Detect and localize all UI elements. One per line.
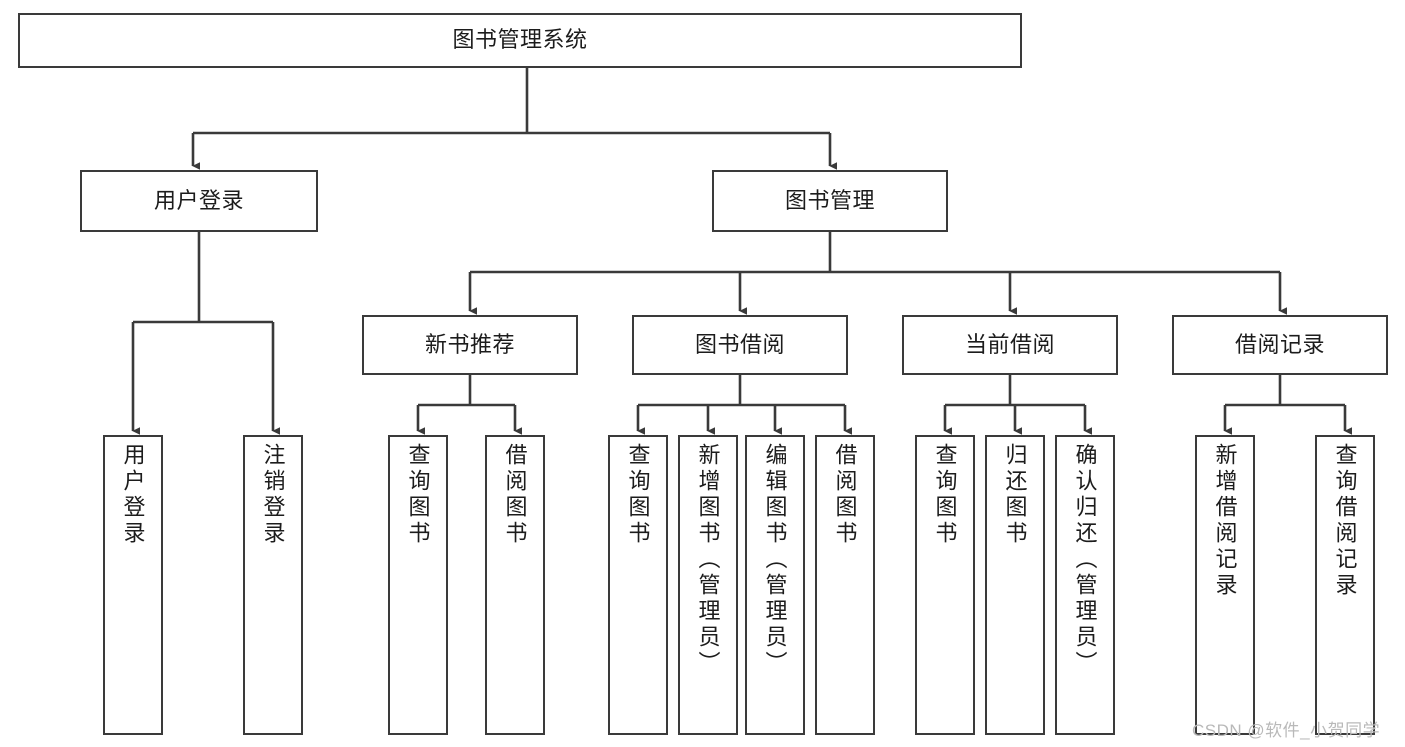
node-leaf-return-book[interactable]: 归还图书 [985, 435, 1045, 735]
node-borrow-record-label: 借阅记录 [1234, 331, 1325, 357]
node-new-book-recommend-label: 新书推荐 [424, 331, 515, 357]
node-user-login[interactable]: 用户登录 [80, 170, 318, 232]
node-user-login-label: 用户登录 [153, 187, 244, 213]
connector-current-borrow-to-leaves [943, 375, 1093, 435]
connector-user-login-to-leaves [131, 232, 281, 435]
node-leaf-add-book-admin[interactable]: 新增图书（管理员） [678, 435, 738, 735]
node-root[interactable]: 图书管理系统 [18, 13, 1022, 68]
node-leaf-query-borrow-record[interactable]: 查询借阅记录 [1315, 435, 1375, 735]
node-leaf-query-book-1[interactable]: 查询图书 [388, 435, 448, 735]
node-book-management[interactable]: 图书管理 [712, 170, 948, 232]
node-leaf-borrow-book-2-label: 借阅图书 [832, 443, 858, 547]
node-book-management-label: 图书管理 [784, 187, 875, 213]
connector-book-management-to-level3 [468, 232, 1288, 315]
node-leaf-query-book-3-label: 查询图书 [932, 443, 958, 547]
node-current-borrow[interactable]: 当前借阅 [902, 315, 1118, 375]
node-leaf-borrow-book-2[interactable]: 借阅图书 [815, 435, 875, 735]
node-leaf-add-book-admin-label: 新增图书（管理员） [695, 443, 721, 677]
node-book-borrow[interactable]: 图书借阅 [632, 315, 848, 375]
node-leaf-logout-login-label: 注销登录 [260, 443, 286, 547]
node-leaf-return-book-label: 归还图书 [1002, 443, 1028, 547]
node-borrow-record[interactable]: 借阅记录 [1172, 315, 1388, 375]
connector-root-to-level2 [191, 68, 838, 170]
node-leaf-user-login[interactable]: 用户登录 [103, 435, 163, 735]
node-current-borrow-label: 当前借阅 [964, 331, 1055, 357]
node-leaf-edit-book-admin[interactable]: 编辑图书（管理员） [745, 435, 805, 735]
node-leaf-logout-login[interactable]: 注销登录 [243, 435, 303, 735]
node-leaf-user-login-label: 用户登录 [120, 443, 146, 547]
connector-borrow-record-to-leaves [1223, 375, 1353, 435]
node-leaf-confirm-return-admin-label: 确认归还（管理员） [1072, 443, 1098, 677]
node-leaf-query-borrow-record-label: 查询借阅记录 [1332, 443, 1358, 599]
node-leaf-borrow-book-1[interactable]: 借阅图书 [485, 435, 545, 735]
node-root-label: 图书管理系统 [452, 27, 588, 53]
node-leaf-add-borrow-record[interactable]: 新增借阅记录 [1195, 435, 1255, 735]
node-leaf-confirm-return-admin[interactable]: 确认归还（管理员） [1055, 435, 1115, 735]
connector-new-book-recommend-to-leaves [416, 375, 523, 435]
node-leaf-query-book-2-label: 查询图书 [625, 443, 651, 547]
node-new-book-recommend[interactable]: 新书推荐 [362, 315, 578, 375]
node-leaf-query-book-3[interactable]: 查询图书 [915, 435, 975, 735]
node-leaf-edit-book-admin-label: 编辑图书（管理员） [762, 443, 788, 677]
connector-book-borrow-to-leaves [636, 375, 853, 435]
node-leaf-add-borrow-record-label: 新增借阅记录 [1212, 443, 1238, 599]
node-book-borrow-label: 图书借阅 [694, 331, 785, 357]
node-leaf-query-book-2[interactable]: 查询图书 [608, 435, 668, 735]
node-leaf-borrow-book-1-label: 借阅图书 [502, 443, 528, 547]
node-leaf-query-book-1-label: 查询图书 [405, 443, 431, 547]
